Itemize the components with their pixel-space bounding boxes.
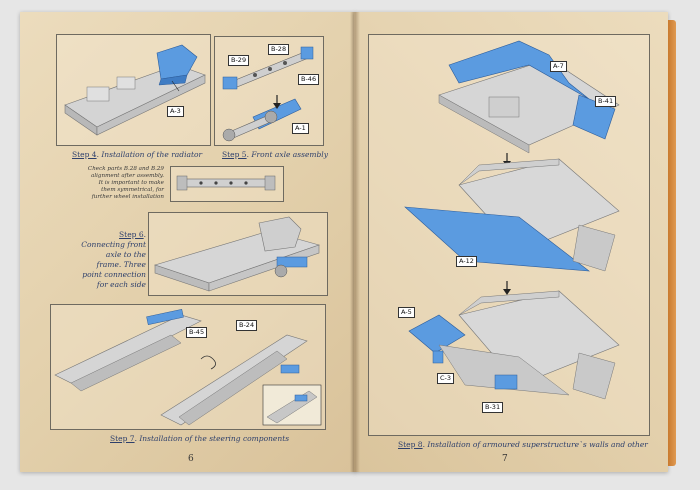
step8-illustration [368,34,650,436]
part-label-b41: B-41 [595,96,617,107]
radiator-frame-drawing [64,44,206,136]
axle-side-drawing [176,175,276,191]
step4-illustration [56,34,211,146]
part-label-a12: A-12 [456,256,477,267]
step6-illustration [148,212,328,296]
step5-illustration [214,36,324,146]
part-label-a1: A-1 [292,123,309,134]
part-label-c3: C-3 [437,373,455,384]
part-label-a3: A-3 [167,106,184,117]
part-label-b29: B-29 [228,55,250,66]
page-number-left: 6 [188,454,194,464]
part-label-b45: B-45 [186,327,208,338]
page-number-right: 7 [502,454,508,464]
superstructure-walls-drawing [404,40,620,400]
steering-components-drawing [54,309,322,426]
book-edge [668,20,676,466]
part-label-b46: B-46 [298,74,320,85]
axle-alignment-illustration [170,166,284,202]
step8-caption: Step 8. Installation of armoured superst… [398,440,648,449]
step7-caption: Step 7. Installation of the steering com… [110,434,290,443]
step7-illustration [50,304,326,430]
frame-connection-drawing [154,216,321,292]
step4-caption: Step 4. Installation of the radiator [72,150,203,159]
front-axle-drawing [222,46,314,142]
step5-caption: Step 5. Front axle assembly [222,150,328,159]
part-label-b24: B-24 [236,320,258,331]
alignment-note: Check parts B.28 and B.29 alignment afte… [87,166,164,200]
part-label-b31: B-31 [482,402,504,413]
book-spine [350,12,360,472]
step6-caption: Step 6. Connecting front axle to the fra… [81,230,146,289]
part-label-b28: B-28 [268,44,290,55]
part-label-a5: A-5 [398,307,415,318]
part-label-a7: A-7 [550,61,567,72]
